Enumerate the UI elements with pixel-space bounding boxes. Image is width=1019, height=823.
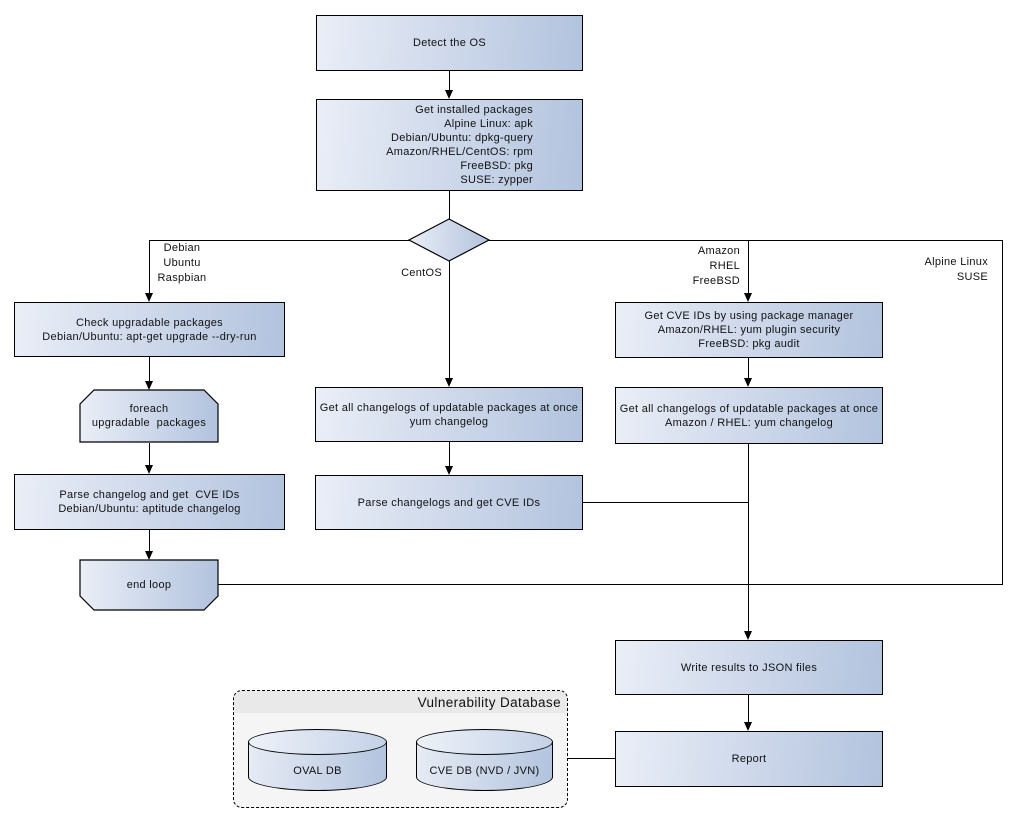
node-report-label: Report [731, 753, 767, 765]
decision-os-diamond [407, 217, 491, 263]
cylinder-top [416, 729, 553, 755]
node-foreach-loop: foreach upgradable packages [79, 389, 219, 443]
diamond-shape [407, 218, 491, 262]
connector-foreach-to-parse [149, 443, 150, 466]
node-get-cve-ids-pkg-mgr: Get CVE IDs by using package manager Ama… [615, 302, 883, 358]
node-get-installed-packages: Get installed packages Alpine Linux: apk… [316, 99, 583, 191]
node-write-results-label: Write results to JSON files [680, 661, 818, 674]
connector-check-to-foreach [149, 357, 150, 382]
branch-label-amazon: Amazon RHEL FreeBSD [692, 245, 740, 287]
connector-getcve-to-changelog [748, 358, 749, 379]
vulnerability-database-title: Vulnerability Database [234, 691, 567, 713]
db-cylinder-oval: OVAL DB [248, 729, 387, 791]
connector-installed-to-decision [449, 191, 450, 220]
db-cylinder-oval-label: OVAL DB [293, 765, 342, 777]
arrowhead-into-foreach [145, 381, 153, 390]
arrowhead-into-get-cve-ids [744, 293, 752, 302]
node-parse-changelog-deb: Parse changelog and get CVE IDs Debian/U… [14, 474, 285, 530]
arrowhead-into-parse-changelogs-centos [445, 466, 453, 475]
node-write-results: Write results to JSON files [615, 640, 883, 695]
node-get-installed-packages-label: Get installed packages Alpine Linux: apk… [386, 104, 533, 186]
connector-parse-to-endloop [149, 530, 150, 552]
branch-label-debian: Debian Ubuntu Raspbian [157, 242, 207, 284]
node-changelogs-centos-label: Get all changelogs of updatable packages… [319, 401, 579, 428]
db-cylinder-cve: CVE DB (NVD / JVN) [416, 729, 553, 791]
node-parse-changelogs-centos: Parse changelogs and get CVE IDs [315, 475, 583, 530]
connector-db-to-report [568, 758, 615, 759]
arrowhead-into-changelogs-amazon [744, 378, 752, 387]
node-changelogs-centos: Get all changelogs of updatable packages… [315, 387, 583, 442]
node-detect-os-label: Detect the OS [413, 37, 486, 49]
node-get-cve-ids-pkg-mgr-label: Get CVE IDs by using package manager Ama… [644, 310, 854, 350]
node-foreach-loop-label: foreach upgradable packages [91, 403, 207, 429]
db-cylinder-cve-label: CVE DB (NVD / JVN) [429, 765, 540, 777]
connector-write-to-report [748, 695, 749, 723]
arrowhead-into-write-results [744, 631, 752, 640]
node-detect-os: Detect the OS [316, 15, 583, 71]
connector-branch-centos-down [449, 261, 450, 379]
arrowhead-into-end-loop [145, 551, 153, 560]
connector-changelog-to-write [748, 444, 749, 632]
arrowhead-into-report [744, 722, 752, 731]
loop-start-shape [79, 389, 219, 443]
node-end-loop: end loop [79, 559, 219, 611]
connector-endloop-join [218, 584, 1003, 585]
node-parse-changelogs-centos-label: Parse changelogs and get CVE IDs [357, 496, 541, 509]
connector-branch-amazon-down [748, 240, 749, 294]
branch-label-centos: CentOS [401, 267, 442, 279]
node-check-upgradable: Check upgradable packages Debian/Ubuntu:… [14, 302, 285, 357]
connector-parse-centos-join [583, 502, 748, 503]
arrowhead-into-check-upgradable [145, 293, 153, 302]
connector-detect-to-installed [449, 71, 450, 91]
node-parse-changelog-deb-label: Parse changelog and get CVE IDs Debian/U… [58, 489, 241, 515]
arrowhead-into-parse-changelog [145, 465, 153, 474]
arrowhead-into-installed [445, 90, 453, 99]
connector-branch-alpine-down [1002, 240, 1003, 585]
branch-label-alpine: Alpine Linux SUSE [924, 256, 988, 283]
connector-decision-branches [149, 240, 1003, 241]
node-end-loop-label: end loop [126, 579, 172, 591]
node-changelogs-amazon-label: Get all changelogs of updatable packages… [619, 402, 879, 429]
cylinder-top [248, 729, 387, 755]
node-report: Report [615, 731, 883, 787]
connector-changelog-to-parse-centos [449, 442, 450, 467]
loop-end-shape [79, 559, 219, 611]
node-changelogs-amazon: Get all changelogs of updatable packages… [615, 387, 883, 444]
arrowhead-into-changelogs-centos [445, 378, 453, 387]
node-check-upgradable-label: Check upgradable packages Debian/Ubuntu:… [42, 316, 257, 343]
connector-branch-debian-down [149, 240, 150, 294]
